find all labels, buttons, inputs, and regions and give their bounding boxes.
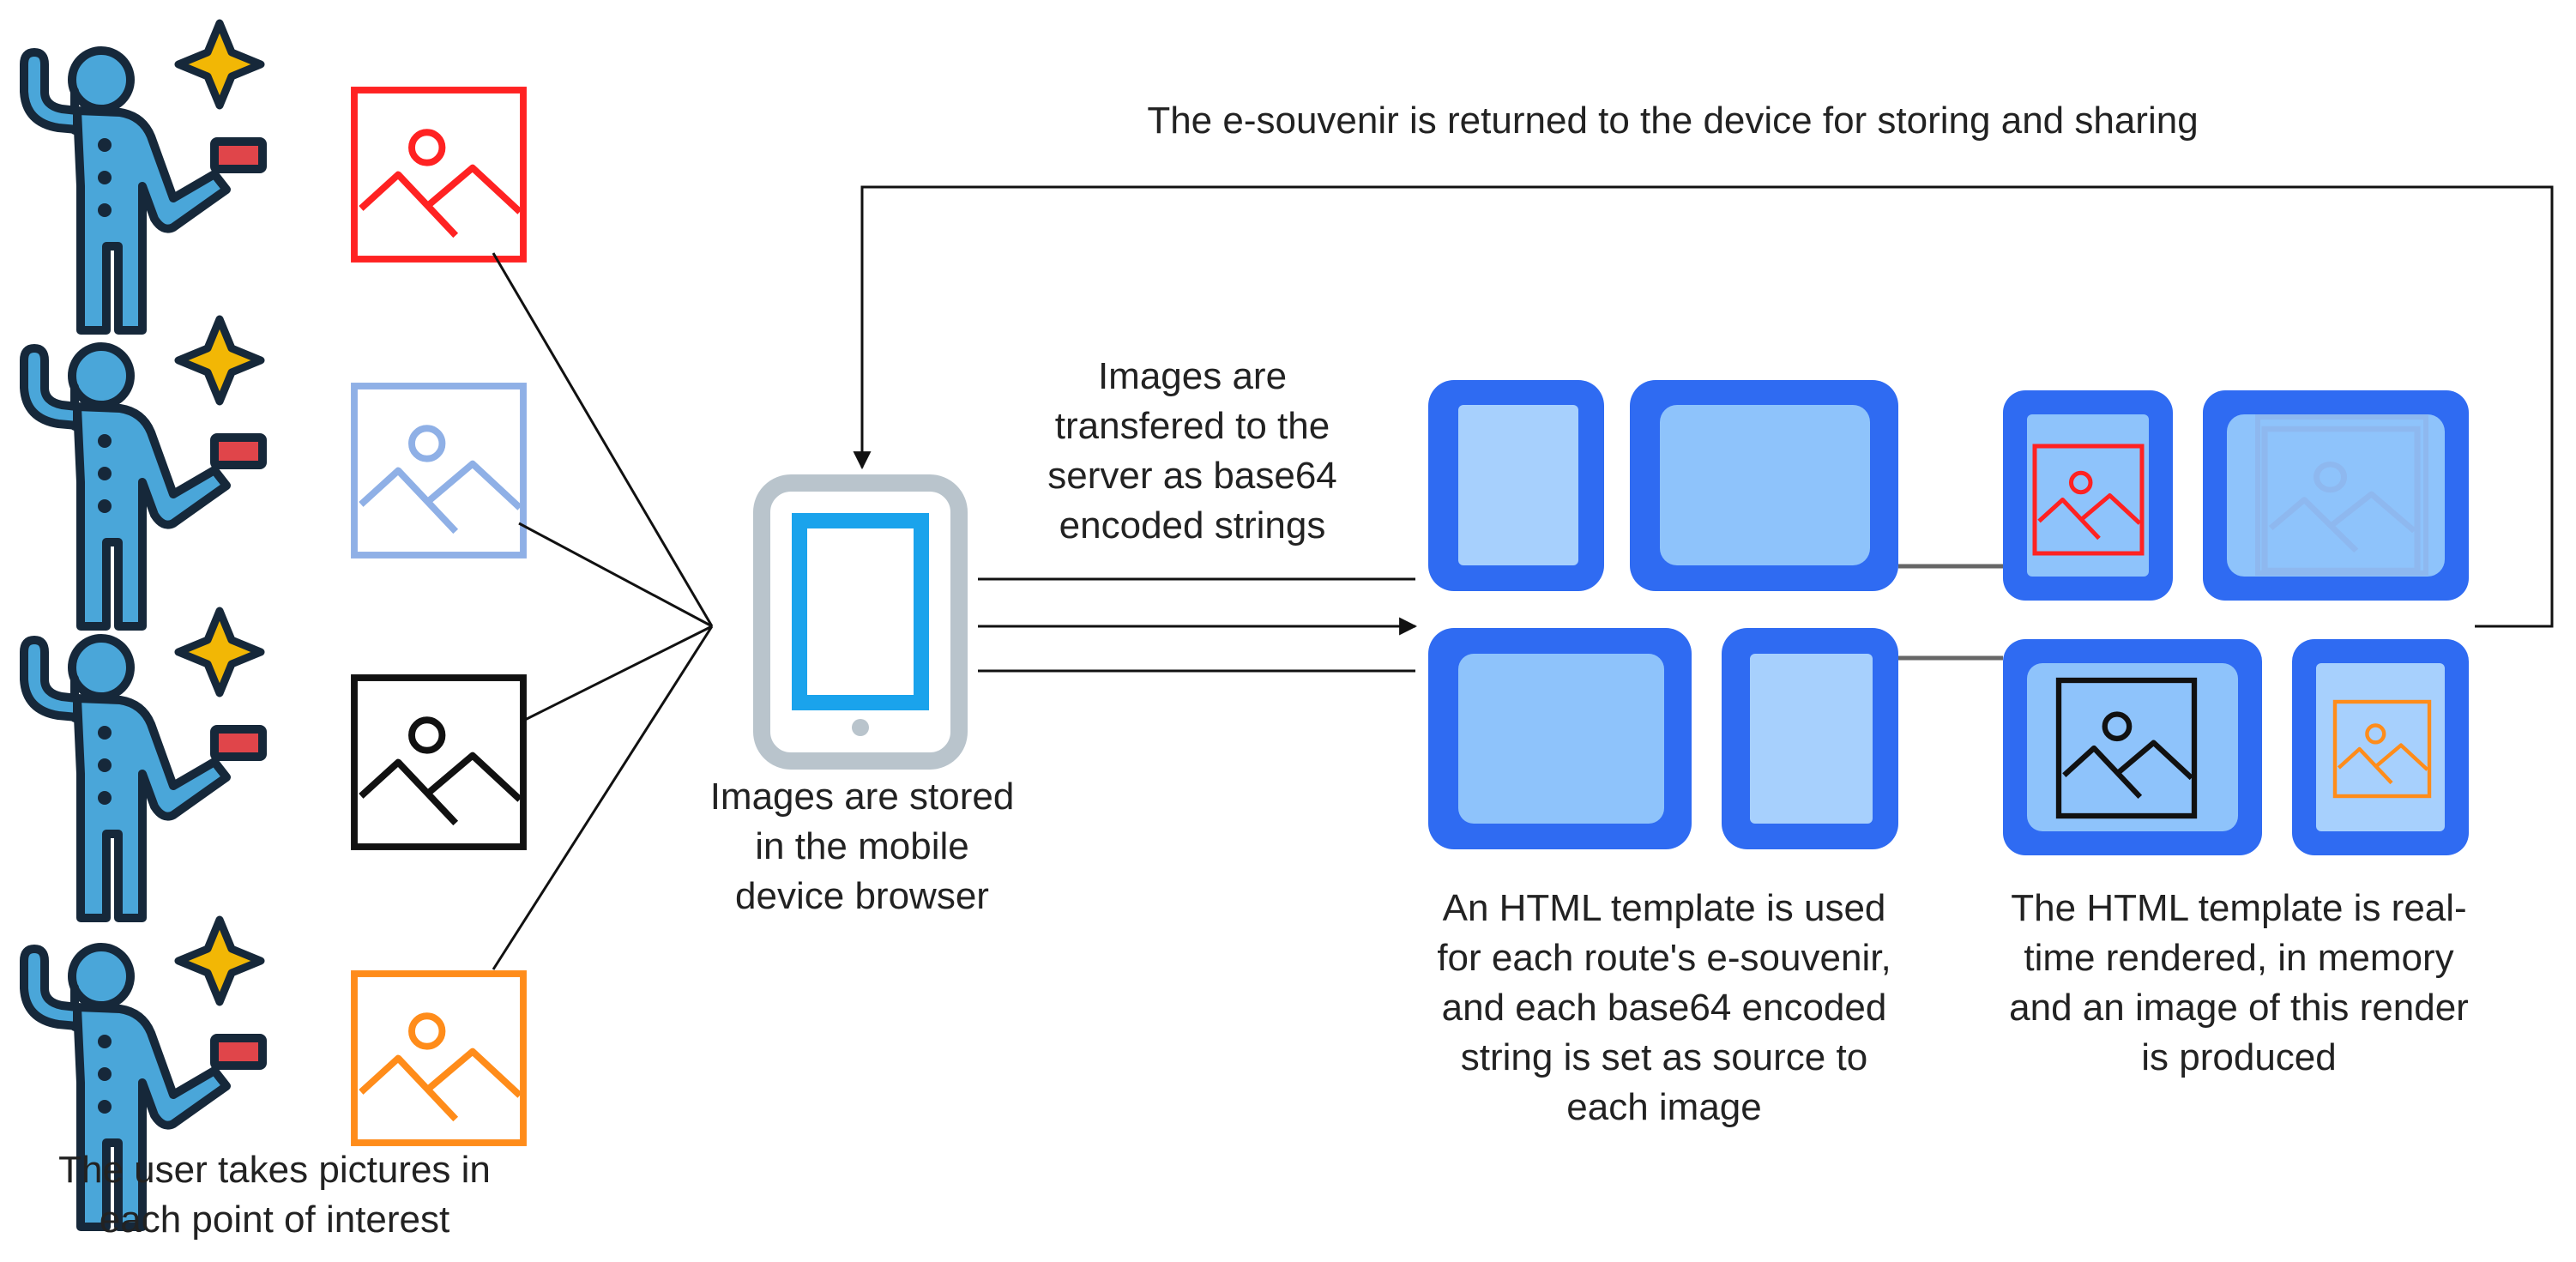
photo-connectors: [492, 252, 714, 970]
transfer-label: Images are transfered to the server as b…: [1047, 355, 1337, 546]
template-label: An HTML template is used for each route'…: [1437, 887, 1891, 1128]
rendered-image: [2003, 390, 2469, 855]
render-connectors: [1898, 564, 2003, 661]
user-icon: [24, 319, 262, 626]
photo-icon: [354, 90, 523, 259]
user-label: The user takes pictures in each point of…: [58, 1149, 491, 1241]
return-label: The e-souvenir is returned to the device…: [1147, 100, 2199, 142]
user-icon: [24, 611, 262, 918]
transfer-lines: [978, 577, 1418, 673]
return-arrow: [853, 185, 2554, 628]
rendered-label: The HTML template is real- time rendered…: [2009, 887, 2469, 1078]
user-icon: [24, 23, 262, 330]
stored-label: Images are stored in the mobile device b…: [709, 776, 1015, 917]
photo-icon: [354, 386, 523, 555]
mobile-device-icon: [753, 474, 968, 770]
photo-list: [354, 90, 523, 1143]
photo-icon: [354, 678, 523, 847]
html-template: [1428, 380, 1898, 849]
photo-icon: [354, 974, 523, 1143]
